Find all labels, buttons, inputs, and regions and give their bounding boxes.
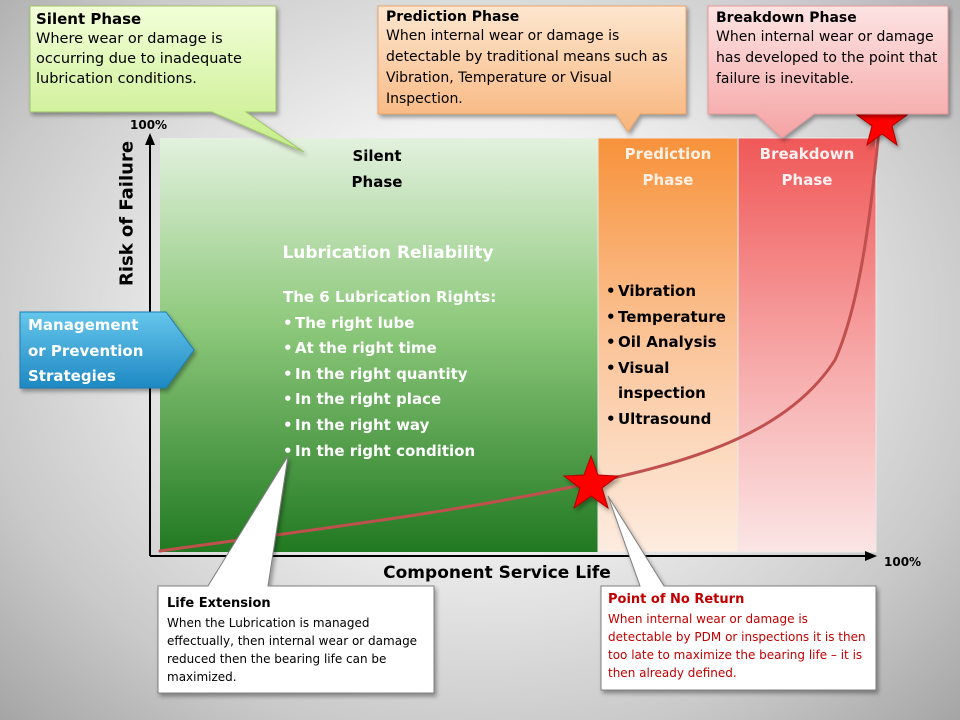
life-extension-callout-body: When the Lubrication is managed effectua… bbox=[167, 616, 418, 684]
prediction-methods-block: Vibration Temperature Oil Analysis Visua… bbox=[606, 279, 746, 433]
prediction-method-item: Visual bbox=[606, 356, 746, 382]
silent-phase-callout-shape bbox=[29, 5, 305, 153]
y-axis-title: Risk of Failure bbox=[116, 140, 138, 287]
x-axis-arrowhead bbox=[865, 551, 877, 561]
prediction-phase-zone-title-line2: Phase bbox=[642, 171, 694, 189]
prediction-methods-list: Vibration Temperature Oil Analysis Visua… bbox=[606, 279, 746, 433]
lubrication-rights-block: The 6 Lubrication Rights: The right lube… bbox=[283, 285, 583, 464]
breakdown-phase-zone-title-line1: Breakdown bbox=[759, 145, 855, 163]
prediction-phase-callout-title: Prediction Phase bbox=[386, 9, 520, 25]
silent-phase-callout: Silent Phase Where wear or damage is occ… bbox=[36, 9, 272, 89]
breakdown-phase-callout: Breakdown Phase When internal wear or da… bbox=[716, 9, 946, 90]
management-strategies-arrow-shape bbox=[19, 311, 195, 389]
prediction-phase-callout-body: When internal wear or damage is detectab… bbox=[386, 28, 668, 107]
prediction-phase-callout-shape bbox=[377, 5, 687, 133]
breakdown-phase-zone-title-line2: Phase bbox=[781, 171, 833, 189]
prediction-method-item: Temperature bbox=[606, 305, 746, 331]
point-of-no-return-callout: Point of No Return When internal wear or… bbox=[608, 590, 872, 682]
management-label-line2: or Prevention bbox=[28, 341, 144, 360]
management-label-line1: Management bbox=[28, 316, 139, 334]
y-axis-arrowhead bbox=[145, 133, 155, 145]
prediction-method-item: Oil Analysis bbox=[606, 330, 746, 356]
breakdown-phase-zone bbox=[737, 137, 877, 553]
lubrication-rights-subheading: The 6 Lubrication Rights: bbox=[283, 288, 497, 306]
silent-phase-zone-title: Silent Phase bbox=[317, 143, 437, 195]
lubrication-right-item: In the right quantity bbox=[283, 362, 583, 388]
breakdown-phase-callout-shape bbox=[707, 5, 949, 139]
risk-of-failure-curve bbox=[158, 118, 882, 553]
silent-phase-zone-title-line2: Phase bbox=[351, 173, 403, 191]
lubrication-reliability-heading: Lubrication Reliability bbox=[282, 243, 494, 263]
lubrication-right-item: In the right place bbox=[283, 387, 583, 413]
y-axis-max-label: 100% bbox=[130, 118, 168, 132]
lubrication-right-item: At the right time bbox=[283, 336, 583, 362]
life-extension-callout-title: Life Extension bbox=[167, 596, 271, 611]
x-axis-title: Component Service Life bbox=[383, 563, 611, 583]
life-extension-callout-shape bbox=[157, 455, 435, 694]
silent-phase-callout-title: Silent Phase bbox=[36, 10, 142, 28]
life-extension-callout: Life Extension When the Lubrication is m… bbox=[167, 594, 429, 686]
point-of-no-return-callout-title: Point of No Return bbox=[608, 592, 745, 607]
management-label-line3: Strategies bbox=[28, 367, 116, 385]
point-of-no-return-callout-shape bbox=[600, 495, 877, 691]
prediction-method-item: Vibration bbox=[606, 279, 746, 305]
prediction-method-item-continued: inspection bbox=[618, 384, 706, 403]
lubrication-right-item: The right lube bbox=[283, 311, 583, 337]
silent-phase-callout-body: Where wear or damage is occurring due to… bbox=[36, 31, 242, 87]
breakdown-phase-callout-body: When internal wear or damage has develop… bbox=[716, 29, 938, 87]
breakdown-phase-zone-title: Breakdown Phase bbox=[738, 141, 876, 193]
management-strategies-label: Management or Prevention Strategies bbox=[28, 313, 178, 390]
prediction-phase-zone-title-line1: Prediction bbox=[624, 145, 712, 163]
breakdown-phase-callout-title: Breakdown Phase bbox=[716, 10, 857, 26]
x-axis-max-label: 100% bbox=[884, 555, 922, 569]
lubrication-right-item: In the right condition bbox=[283, 439, 583, 465]
failure-star-icon bbox=[855, 95, 909, 147]
silent-phase-zone-title-line1: Silent bbox=[352, 147, 402, 165]
point-of-no-return-callout-body: When internal wear or damage is detectab… bbox=[608, 612, 866, 680]
prediction-method-item: Ultrasound bbox=[606, 407, 746, 433]
point-of-no-return-star-icon bbox=[562, 454, 620, 510]
lubrication-right-item: In the right way bbox=[283, 413, 583, 439]
prediction-phase-zone-title: Prediction Phase bbox=[598, 141, 738, 193]
prediction-phase-callout: Prediction Phase When internal wear or d… bbox=[386, 8, 682, 110]
lubrication-rights-list: The right lube At the right time In the … bbox=[283, 311, 583, 465]
